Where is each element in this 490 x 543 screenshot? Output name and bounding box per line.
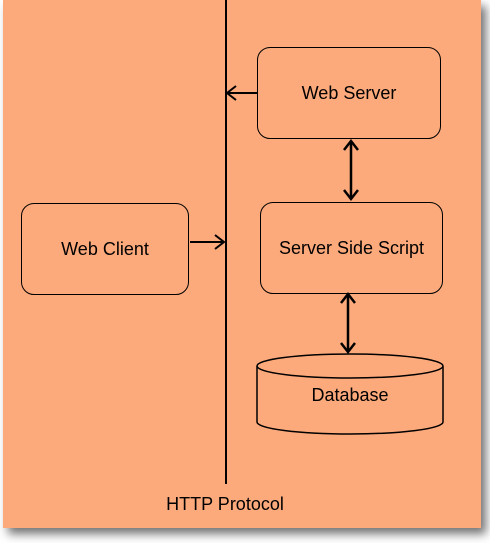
server-side-script-node: Server Side Script: [260, 202, 443, 294]
web-client-label: Web Client: [61, 238, 149, 259]
diagram-panel: [3, 0, 481, 528]
http-protocol-label: HTTP Protocol: [166, 494, 284, 514]
web-client-node: Web Client: [21, 203, 189, 295]
server-side-script-label: Server Side Script: [278, 237, 425, 258]
web-server-label: Web Server: [301, 82, 397, 103]
database-label: Database: [311, 385, 389, 405]
web-server-node: Web Server: [257, 47, 441, 139]
